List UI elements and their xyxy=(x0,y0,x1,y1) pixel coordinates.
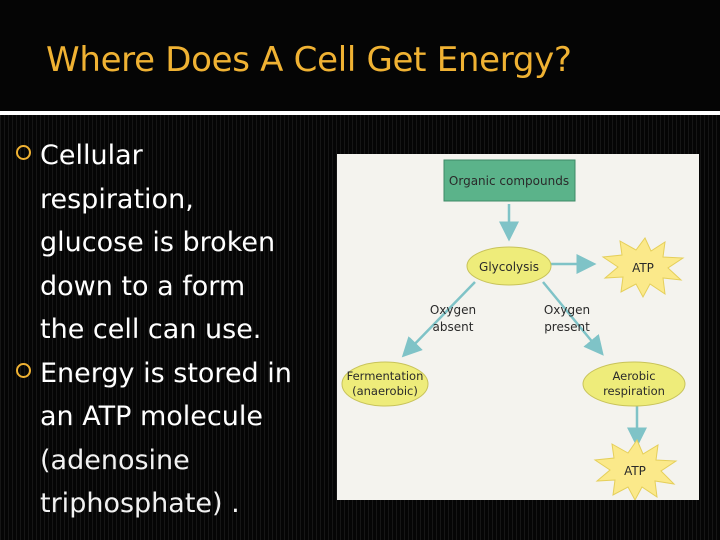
title-divider xyxy=(0,111,720,115)
fermentation-label: (anaerobic) xyxy=(352,384,418,398)
oxygen-absent-label: absent xyxy=(433,320,474,334)
slide-title: Where Does A Cell Get Energy? xyxy=(46,40,572,80)
aerobic-respiration-ellipse xyxy=(582,361,686,407)
bullet-text-line: glucose is broken xyxy=(40,227,276,258)
organic-compounds-box xyxy=(443,159,576,202)
fermentation-label: Fermentation xyxy=(347,369,424,383)
oxygen-absent-label: Oxygen xyxy=(430,303,476,317)
bullet-text-line: (adenosine xyxy=(40,444,190,476)
organic-compounds-label: Organic compounds xyxy=(449,174,569,188)
atp-bottom-label: ATP xyxy=(624,464,646,478)
bullet-text-line: Energy is stored in xyxy=(40,357,292,389)
bullet-text-line: triphosphate) . xyxy=(40,488,240,519)
respiration-diagram: Organic compounds Glycolysis ATP Oxygen … xyxy=(337,154,699,500)
aerobic-label: Aerobic xyxy=(612,369,655,383)
diagram-canvas: Organic compounds Glycolysis ATP Oxygen … xyxy=(341,159,686,500)
title-bar: Where Does A Cell Get Energy? xyxy=(0,0,720,111)
glycolysis-ellipse xyxy=(466,246,552,286)
atp-top-label: ATP xyxy=(632,261,654,275)
bullet-text-line: an ATP molecule xyxy=(40,401,263,432)
atp-starburst-bottom xyxy=(593,438,678,500)
atp-starburst-top xyxy=(601,237,685,299)
oxygen-present-label: present xyxy=(544,320,590,334)
circle-bullet-icon xyxy=(16,145,31,160)
bullet-text-line: down to a form xyxy=(40,270,246,302)
bullet-text-line: Cellular xyxy=(40,140,143,171)
bullet-text-line: respiration, xyxy=(40,183,194,215)
aerobic-label: respiration xyxy=(603,384,665,398)
bullet-text-line: the cell can use. xyxy=(40,314,262,345)
arrow-glycolysis-to-fermentation xyxy=(401,281,476,358)
glycolysis-label: Glycolysis xyxy=(479,260,539,274)
bullet-list: Cellular respiration, glucose is broken … xyxy=(16,134,346,526)
fermentation-ellipse xyxy=(341,361,429,407)
bullet-item-respiration: Cellular respiration, glucose is broken … xyxy=(16,134,346,352)
bullet-item-atp: Energy is stored in an ATP molecule (ade… xyxy=(16,352,346,526)
arrow-glycolysis-to-aerobic xyxy=(542,281,604,356)
circle-bullet-icon xyxy=(16,362,31,378)
oxygen-present-label: Oxygen xyxy=(544,303,590,317)
